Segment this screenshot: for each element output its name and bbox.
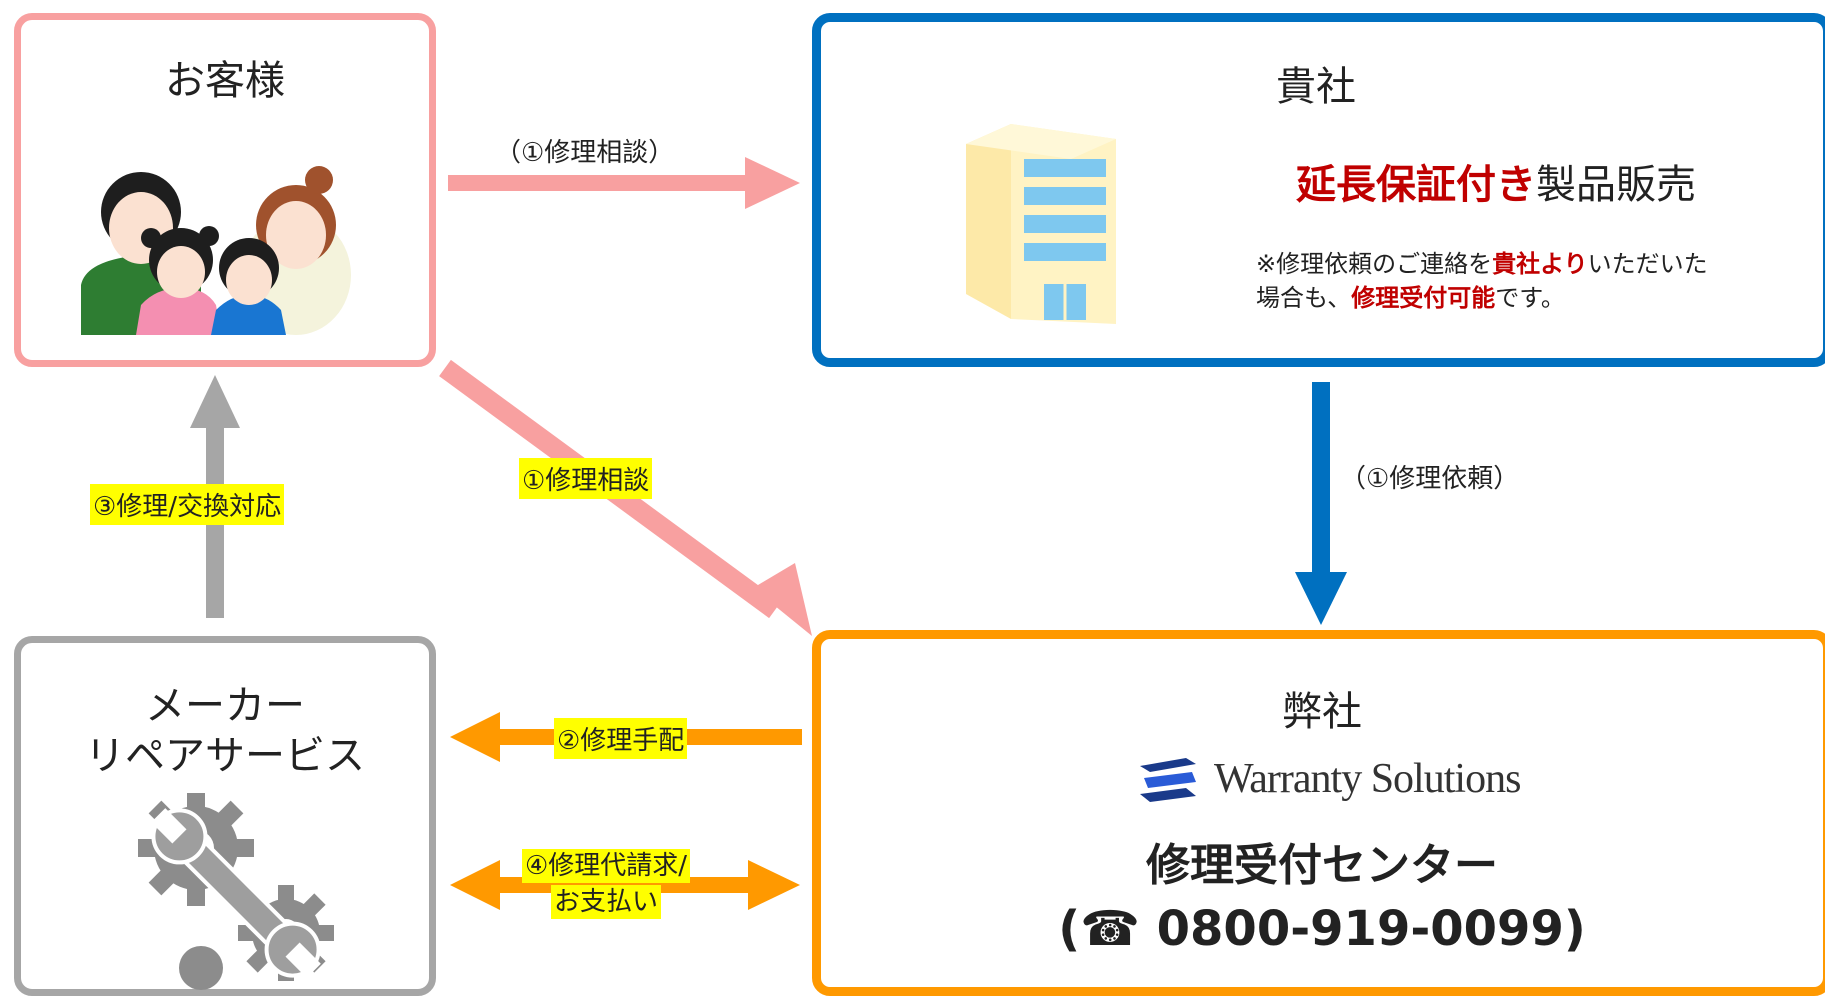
arrow-customer-to-client bbox=[448, 157, 800, 209]
maker-title-line1: メーカー bbox=[145, 683, 305, 729]
client-box: 貴社 延長保証付き製品販売 ※修理依頼のご連絡を貴社よりいただいた 場合も、修理… bbox=[812, 13, 1825, 367]
label-repair-arrangement: ②修理手配 bbox=[554, 718, 688, 759]
customer-title: お客様 bbox=[165, 58, 285, 104]
phone-number: (☎ 0800-919-0099) bbox=[1058, 901, 1586, 957]
client-title: 貴社 bbox=[1276, 64, 1356, 110]
us-box: 弊社 Warranty Solutions 修理受付センター (☎ 0800-9… bbox=[812, 630, 1825, 996]
label-billing: ④修理代請求/ お支払い bbox=[522, 848, 691, 920]
logo-mark-icon bbox=[1140, 758, 1196, 802]
client-note-line1: ※修理依頼のご連絡を貴社よりいただいた bbox=[1256, 244, 1708, 279]
note-emphasis: 貴社より bbox=[1492, 250, 1588, 278]
headline-emphasis: 延長保証付き bbox=[1296, 162, 1536, 208]
client-note-line2: 場合も、修理受付可能です。 bbox=[1256, 278, 1565, 313]
label-billing-line1: ④修理代請求/ bbox=[522, 849, 691, 883]
headline-rest: 製品販売 bbox=[1536, 162, 1696, 208]
label-consult-top: （①修理相談） bbox=[495, 138, 675, 168]
maker-box: メーカー リペアサービス bbox=[14, 636, 436, 996]
center-name: 修理受付センター bbox=[1146, 840, 1498, 891]
company-logo: Warranty Solutions bbox=[1136, 749, 1521, 809]
arrow-customer-to-us bbox=[439, 359, 812, 636]
maker-title-line2: リペアサービス bbox=[85, 733, 365, 779]
tools-icon bbox=[138, 793, 334, 990]
building-icon bbox=[966, 124, 1116, 324]
note-text: ※修理依頼のご連絡を bbox=[1256, 250, 1493, 278]
family-icon bbox=[81, 166, 351, 335]
label-repair-exchange: ③修理/交換対応 bbox=[90, 484, 285, 525]
customer-box: お客様 bbox=[14, 13, 436, 367]
note-emphasis: 修理受付可能 bbox=[1351, 284, 1496, 312]
label-consult-diagonal: ①修理相談 bbox=[519, 458, 653, 499]
label-request-down: （①修理依頼） bbox=[1340, 464, 1520, 494]
label-billing-line2: お支払い bbox=[551, 885, 662, 919]
client-headline: 延長保証付き製品販売 bbox=[1296, 152, 1696, 210]
note-text: いただいた bbox=[1587, 250, 1708, 278]
note-text: 場合も、 bbox=[1256, 284, 1352, 312]
note-text: です。 bbox=[1495, 284, 1565, 312]
arrow-client-to-us bbox=[1295, 382, 1347, 625]
us-title: 弊社 bbox=[1282, 689, 1362, 735]
logo-text: Warranty Solutions bbox=[1214, 756, 1521, 802]
